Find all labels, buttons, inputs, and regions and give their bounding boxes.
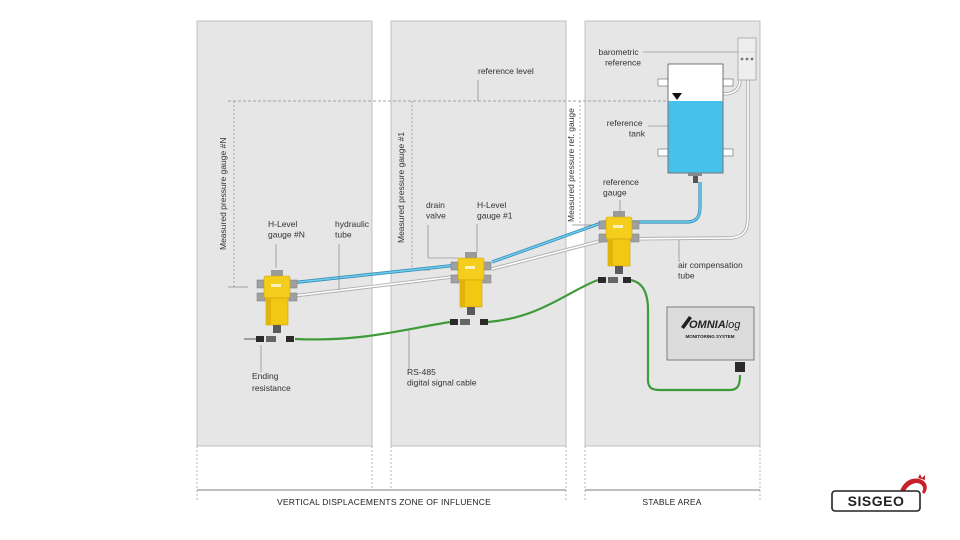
rs485-label: RS-485 digital signal cable <box>407 367 477 388</box>
measured-pressure-ref-gauge-label: Measured pressure ref. gauge <box>566 108 576 222</box>
barometric-reference-label: barometric reference <box>598 47 641 68</box>
reference-level-label: reference level <box>478 66 534 76</box>
air-compensation-tube-label: air compensation tube <box>678 260 745 281</box>
vertical-displacements-zone-label: VERTICAL DISPLACEMENTS ZONE OF INFLUENCE <box>277 497 491 507</box>
monitoring-subtitle: MONITORING SYSTEM <box>686 334 735 339</box>
measurement-lines <box>233 101 581 287</box>
reference-gauge-label: reference gauge <box>603 177 641 198</box>
omnialog-monitoring-system: OMNIAlog MONITORING SYSTEM <box>666 306 755 361</box>
hydraulic-tube-label: hydraulic tube <box>335 219 371 240</box>
ending-resistance-label: Ending resistance <box>252 371 291 393</box>
sisgeo-logo: SISGEO <box>831 474 927 512</box>
measured-pressure-gauge-n-label: Measured pressure gauge #N <box>218 138 228 250</box>
drain-valve-label: drain valve <box>426 200 447 221</box>
omnialog-logo-icon <box>681 316 692 329</box>
reference-tank-label: reference tank <box>607 118 646 139</box>
barometric-reference-device <box>737 37 757 81</box>
h-level-gauge-n-label: H-Level gauge #N <box>268 219 305 240</box>
leader-lines <box>260 51 738 372</box>
water-level-icon <box>672 93 682 100</box>
cable-connectors <box>256 277 745 372</box>
h-level-gauge-1-label: H-Level gauge #1 <box>477 200 513 221</box>
measured-pressure-gauge-1-label: Measured pressure gauge #1 <box>396 132 406 243</box>
stable-area-label: STABLE AREA <box>642 497 701 507</box>
rs485-signal-cable <box>294 278 742 392</box>
reference-tank <box>657 63 734 183</box>
sisgeo-logo-text: SISGEO <box>848 493 905 509</box>
zone-extension-lines <box>196 446 761 502</box>
zone-panel-middle <box>390 20 567 447</box>
omnialog-brand: OMNIAlog <box>689 319 741 331</box>
zone-panel-left <box>196 20 373 447</box>
